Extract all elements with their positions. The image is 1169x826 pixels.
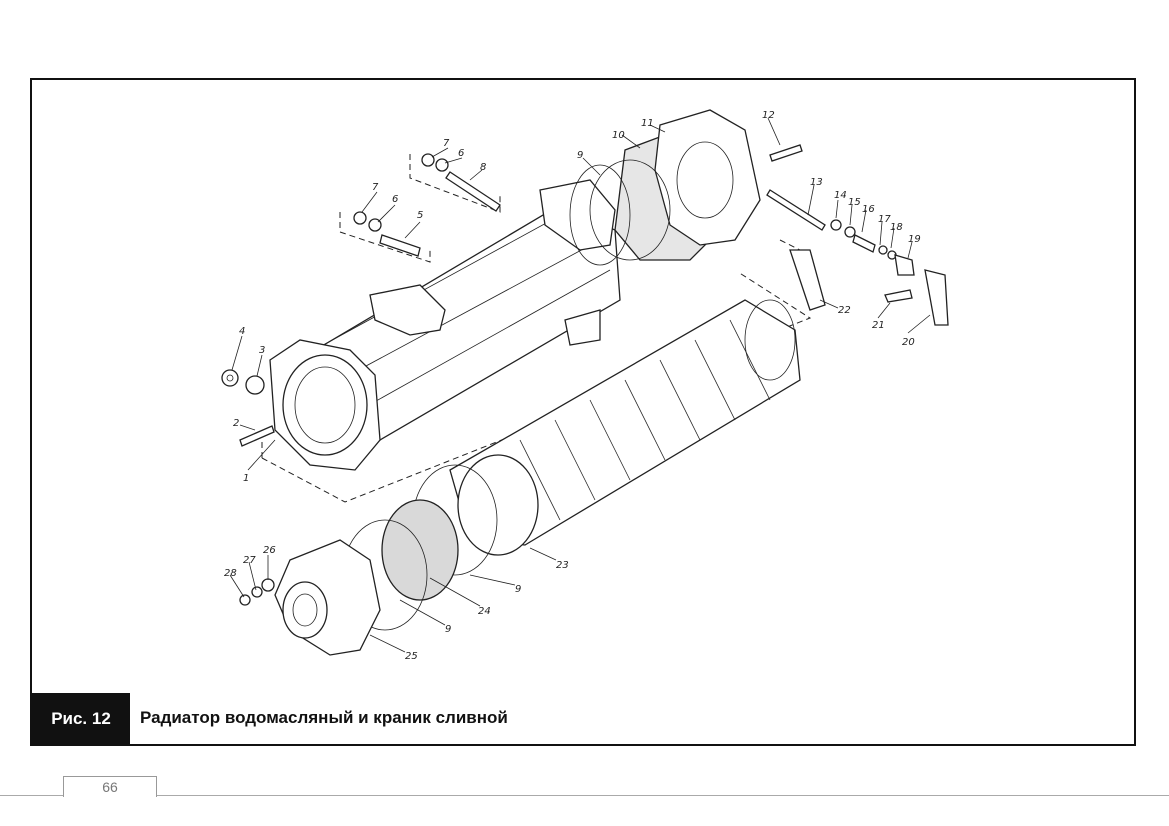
- callout-12: 12: [762, 110, 775, 121]
- callout-3: 3: [259, 345, 265, 356]
- figure-number-box: [32, 693, 130, 744]
- page-rule-right: [156, 795, 1169, 796]
- callout-15: 15: [848, 197, 861, 208]
- callout-7a: 7: [372, 182, 379, 193]
- callout-18: 18: [890, 222, 903, 233]
- figure-caption: Радиатор водомасляный и краник сливной: [140, 708, 508, 727]
- callout-27: 27: [243, 555, 256, 566]
- callout-7b: 7: [443, 138, 450, 149]
- filter-core: [449, 299, 801, 556]
- front-cover: [274, 539, 381, 656]
- callout-11: 11: [641, 118, 654, 129]
- callout-26: 26: [263, 545, 276, 556]
- callout-17: 17: [878, 214, 891, 225]
- seal-ring-3: [589, 159, 671, 261]
- page-number: 66: [63, 776, 157, 797]
- callout-9b: 9: [515, 584, 521, 595]
- figure-number: Рис. 12: [51, 708, 111, 728]
- callout-10: 10: [612, 130, 625, 141]
- callout-5: 5: [417, 210, 423, 221]
- callout-20: 20: [902, 337, 915, 348]
- callout-24: 24: [478, 606, 491, 617]
- callout-9c: 9: [445, 624, 451, 635]
- callout-21: 21: [872, 320, 885, 331]
- callout-28: 28: [224, 568, 237, 579]
- callout-4: 4: [239, 326, 245, 337]
- rear-cover-assembly: [569, 109, 761, 266]
- fasteners: [221, 144, 949, 606]
- callout-19: 19: [908, 234, 921, 245]
- callout-13: 13: [810, 177, 823, 188]
- callout-9a: 9: [577, 150, 583, 161]
- callout-23: 23: [556, 560, 569, 571]
- figure-frame: [30, 78, 1136, 746]
- page-rule-left: [0, 795, 63, 796]
- radiator-housing: [269, 179, 621, 471]
- callout-16: 16: [862, 204, 875, 215]
- callout-22: 22: [838, 305, 851, 316]
- callout-8: 8: [480, 162, 486, 173]
- callout-2: 2: [233, 418, 239, 429]
- mesh-screen: [381, 499, 459, 601]
- callout-14: 14: [834, 190, 847, 201]
- callout-25: 25: [405, 651, 418, 662]
- callout-6a: 6: [392, 194, 398, 205]
- callout-1: 1: [243, 473, 249, 484]
- callout-6b: 6: [458, 148, 464, 159]
